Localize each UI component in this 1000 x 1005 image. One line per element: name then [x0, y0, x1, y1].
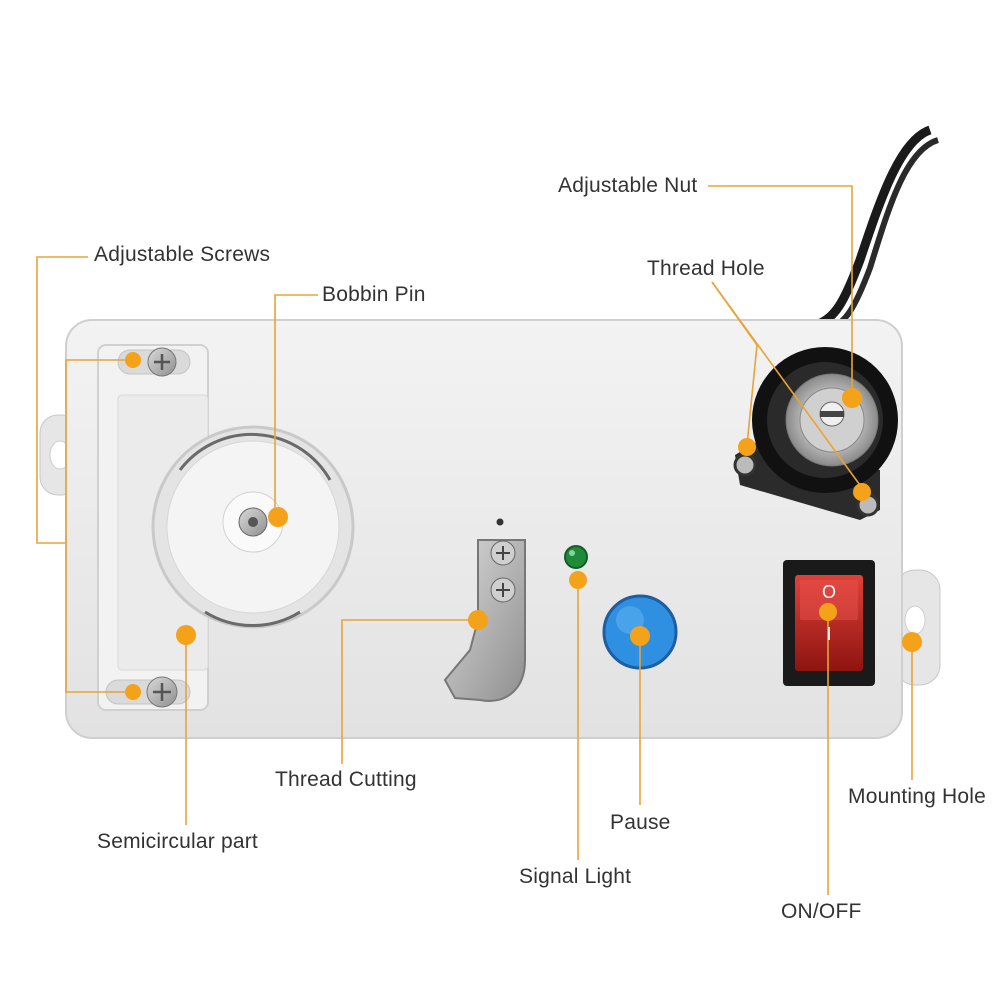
- label-pause: Pause: [610, 811, 671, 834]
- leader-lines: [36, 185, 913, 895]
- callout-dot-semicircular: [176, 625, 196, 645]
- callout-dots: [125, 352, 922, 700]
- callout-dot-signal-light: [569, 571, 587, 589]
- label-adjustable-screws: Adjustable Screws: [94, 243, 271, 266]
- label-thread-cutting: Thread Cutting: [275, 768, 417, 791]
- signal-light: [564, 545, 588, 569]
- label-semicircular-part: Semicircular part: [97, 830, 258, 853]
- callout-dot-thread-hole-left: [738, 438, 756, 456]
- callout-dot-adjustable-nut: [842, 388, 862, 408]
- callout-dot-pause: [630, 626, 650, 646]
- label-thread-hole: Thread Hole: [647, 257, 765, 280]
- callout-dot-thread-hole-right: [853, 483, 871, 501]
- callout-dot-bobbin-pin: [268, 507, 288, 527]
- adjustable-screw-top: [147, 347, 177, 377]
- callout-dot-screw-bottom: [125, 684, 141, 700]
- callout-dot-mounting-hole: [902, 632, 922, 652]
- label-adjustable-nut: Adjustable Nut: [558, 174, 698, 197]
- label-mounting-hole: Mounting Hole: [848, 785, 987, 808]
- label-signal-light: Signal Light: [519, 865, 632, 888]
- switch-off-mark: O: [822, 582, 836, 602]
- adjustable-screw-bottom: [146, 676, 178, 708]
- callout-dot-thread-cutting: [468, 610, 488, 630]
- label-on-off: ON/OFF: [781, 900, 862, 923]
- switch-on-mark: I: [826, 624, 831, 644]
- label-bobbin-pin: Bobbin Pin: [322, 283, 426, 306]
- callout-dot-screw-top: [125, 352, 141, 368]
- tension-assembly: [733, 347, 898, 520]
- power-cord: [813, 125, 932, 330]
- callout-dot-on-off: [819, 603, 837, 621]
- on-off-switch: [783, 560, 875, 686]
